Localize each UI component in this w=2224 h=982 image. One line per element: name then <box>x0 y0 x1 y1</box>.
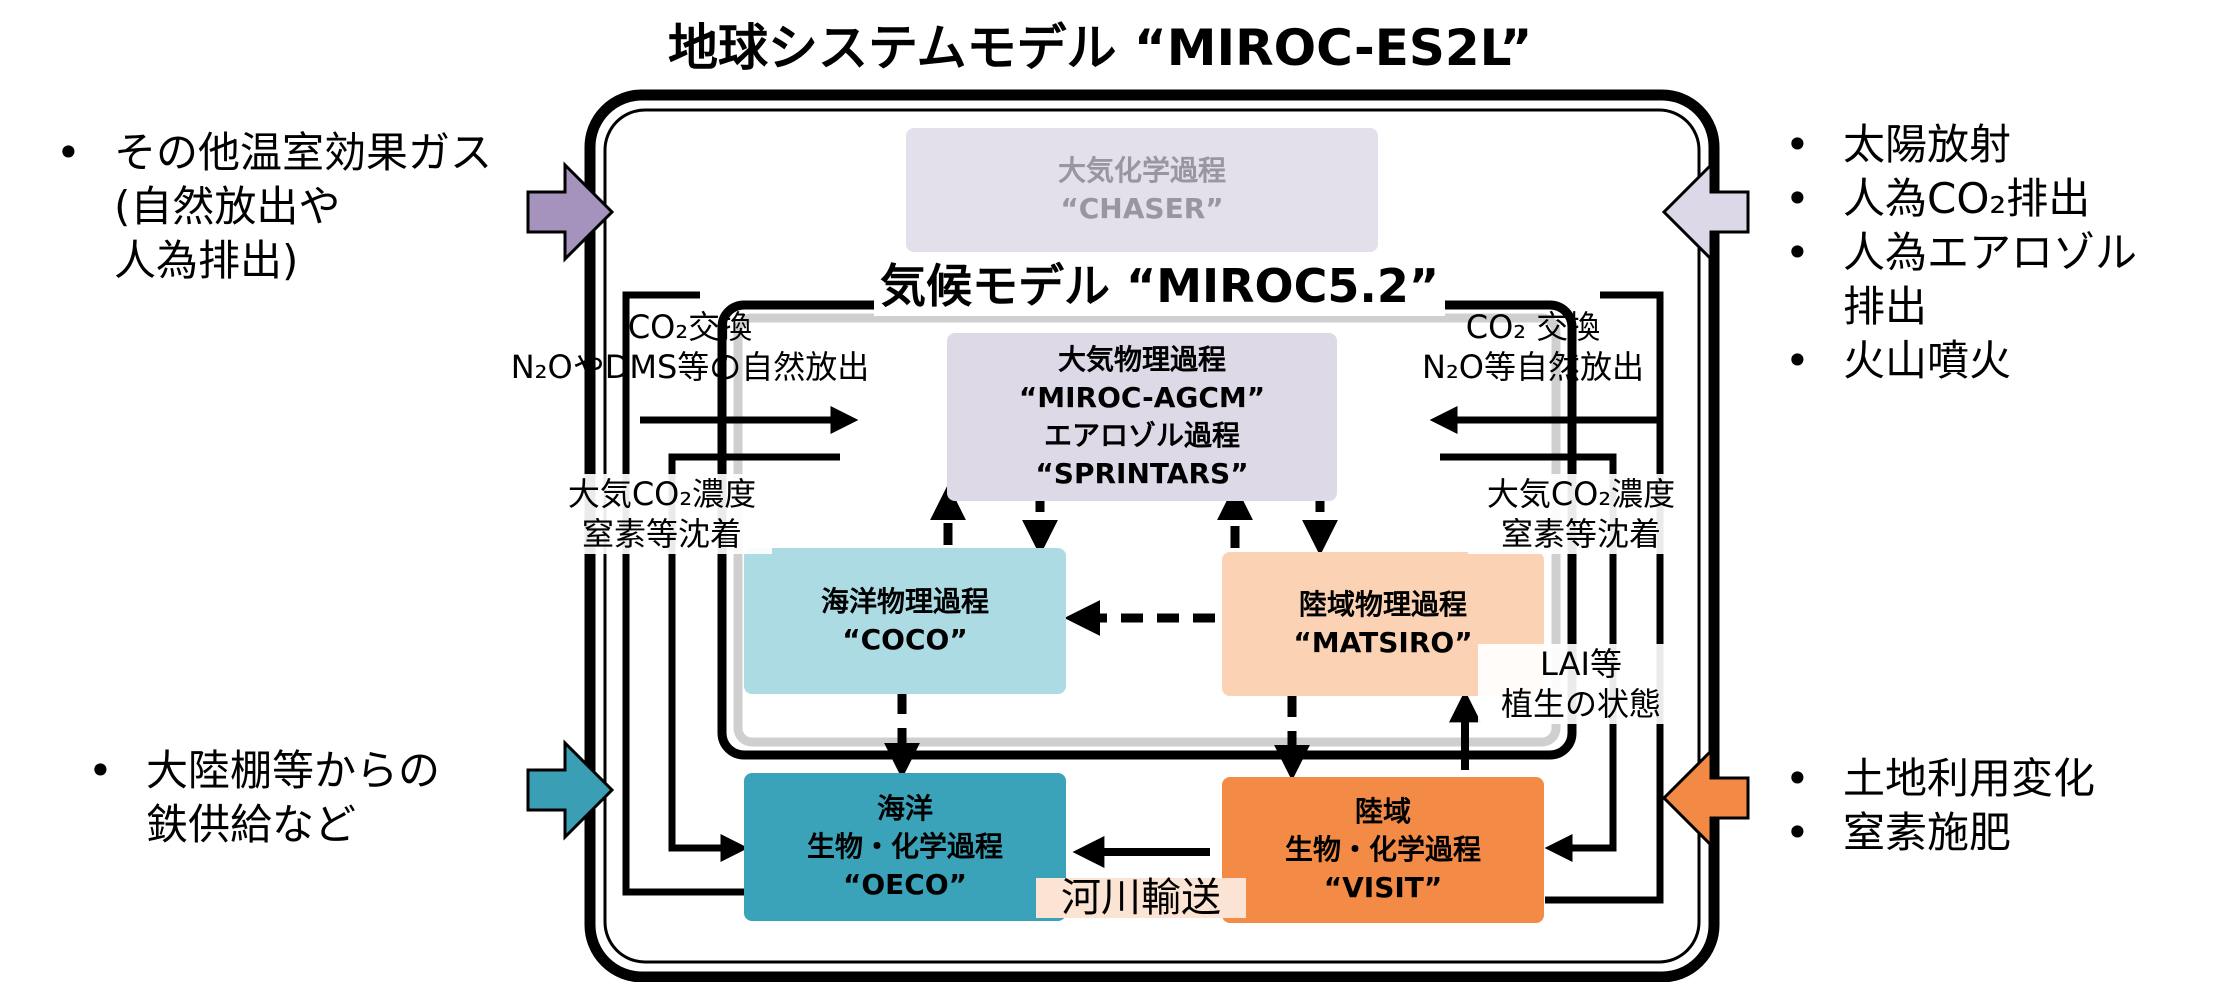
climate-model-title: 気候モデル “MIROC5.2” <box>874 250 1446 316</box>
left-exchange-line1: CO₂交換 <box>627 308 753 346</box>
deposition-left-line <box>668 453 840 862</box>
visit-model: “VISIT” <box>1323 871 1443 904</box>
left-top-item: その他温室効果ガス <box>56 126 492 180</box>
left-bottom-forcing-arrow <box>526 739 615 841</box>
oeco-model: “OECO” <box>842 868 968 901</box>
aerosol-model: “SPRINTARS” <box>1035 457 1249 490</box>
visit-box: 陸域 生物・化学過程 “VISIT” <box>1222 777 1544 923</box>
agcm-model: “MIROC-AGCM” <box>1018 381 1266 414</box>
visit-title: 陸域 <box>1354 795 1411 828</box>
oeco-subtitle: 生物・化学過程 <box>806 830 1003 863</box>
lai-line1: LAI等 <box>1540 645 1622 683</box>
right-exchange-line1: CO₂ 交換 <box>1465 308 1601 346</box>
right-exchange-label: CO₂ 交換 N₂O等自然放出 <box>1388 307 1678 387</box>
left-deposition-line1: 大気CO₂濃度 <box>567 475 757 513</box>
visit-subtitle: 生物・化学過程 <box>1284 833 1481 866</box>
agcm-title: 大気物理過程 <box>1057 343 1226 376</box>
right-deposition-label: 大気CO₂濃度 窒素等沈着 <box>1468 474 1694 554</box>
left-top-forcing-arrow <box>526 161 615 263</box>
right-deposition-line2: 窒素等沈着 <box>1500 515 1661 553</box>
solid-arrows <box>1072 690 1481 868</box>
left-exchange-label: CO₂交換 N₂OやDMS等の自然放出 <box>490 307 890 387</box>
right-top-item: 排出 <box>1843 282 1928 331</box>
chaser-box: 大気化学過程 “CHASER” <box>906 128 1378 252</box>
chaser-model: “CHASER” <box>1060 192 1224 225</box>
left-bottom-forcing-text: 大陸棚等からの 鉄供給など <box>88 744 440 852</box>
oeco-box: 海洋 生物・化学過程 “OECO” <box>744 773 1066 921</box>
aerosol-title: エアロゾル過程 <box>1043 419 1240 452</box>
left-top-item: 人為排出) <box>114 236 299 285</box>
right-deposition-line1: 大気CO₂濃度 <box>1486 475 1676 513</box>
right-exchange-line2: N₂O等自然放出 <box>1422 348 1644 386</box>
right-top-item: 太陽放射 <box>1785 118 2137 172</box>
right-bottom-item: 土地利用変化 <box>1785 752 2095 806</box>
right-top-item: 火山噴火 <box>1785 334 2137 388</box>
matsiro-model: “MATSIRO” <box>1293 626 1473 659</box>
oeco-title: 海洋 <box>876 792 933 825</box>
right-bottom-forcing-arrow <box>1661 747 1750 849</box>
matsiro-box: 陸域物理過程 “MATSIRO” <box>1222 552 1544 696</box>
right-top-item: 人為エアロゾル <box>1785 226 2137 280</box>
coco-title: 海洋物理過程 <box>820 585 989 618</box>
left-top-item: (自然放出や <box>114 182 341 231</box>
right-top-forcing-text: 太陽放射 人為CO₂排出 人為エアロゾル 排出 火山噴火 <box>1785 118 2137 388</box>
right-bottom-item: 窒素施肥 <box>1785 806 2095 860</box>
left-bottom-item: 大陸棚等からの <box>88 744 440 798</box>
right-top-forcing-arrow <box>1661 161 1750 263</box>
left-exchange-line2: N₂OやDMS等の自然放出 <box>510 348 870 386</box>
right-bottom-forcing-text: 土地利用変化 窒素施肥 <box>1785 752 2095 860</box>
left-bottom-item: 鉄供給など <box>146 800 357 849</box>
coco-box: 海洋物理過程 “COCO” <box>744 548 1066 694</box>
matsiro-title: 陸域物理過程 <box>1298 588 1467 621</box>
river-transport-label: 河川輸送 <box>1036 878 1246 918</box>
chaser-title: 大気化学過程 <box>1057 154 1226 187</box>
page-title: 地球システムモデル “MIROC-ES2L” <box>668 19 1533 77</box>
lai-line2: 植生の状態 <box>1500 685 1661 723</box>
left-deposition-label: 大気CO₂濃度 窒素等沈着 <box>552 474 772 554</box>
right-top-item: 人為CO₂排出 <box>1785 172 2137 226</box>
coco-model: “COCO” <box>842 623 968 656</box>
left-deposition-line2: 窒素等沈着 <box>581 515 742 553</box>
lai-label: LAI等 植生の状態 <box>1478 644 1684 724</box>
left-top-forcing-text: その他温室効果ガス (自然放出や 人為排出) <box>56 126 492 288</box>
left-flow-lines <box>622 291 859 896</box>
agcm-box: 大気物理過程 “MIROC-AGCM” エアロゾル過程 “SPRINTARS” <box>947 333 1337 501</box>
left-loop-line <box>622 291 760 896</box>
right-loop-line <box>1545 291 1664 904</box>
